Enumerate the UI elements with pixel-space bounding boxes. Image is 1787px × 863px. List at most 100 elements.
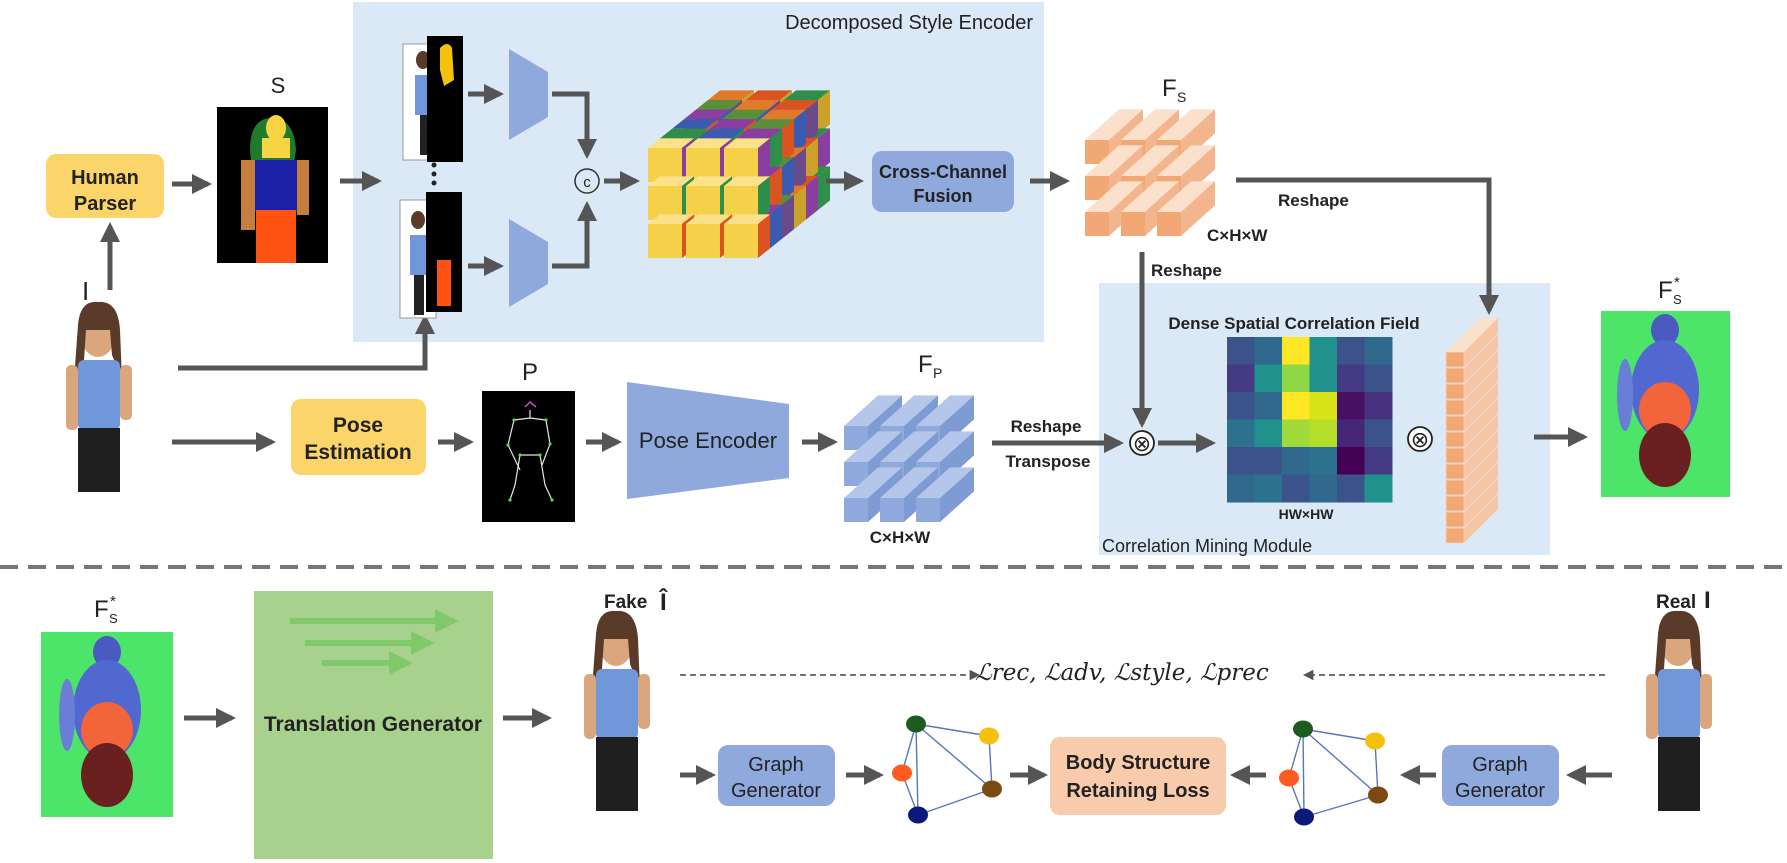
graph-edge	[1302, 728, 1376, 742]
reshaped-fs-column	[1445, 318, 1498, 544]
column-slab-front	[1445, 431, 1465, 448]
cube-top-face	[746, 90, 792, 100]
graph-edge	[915, 723, 990, 737]
pose-graph-right	[1279, 720, 1388, 826]
cube-side-face	[806, 138, 818, 182]
heatmap-cell	[1282, 419, 1310, 448]
cube-front-face	[648, 148, 682, 182]
column-slab-side	[1464, 494, 1498, 543]
style-encoder-title: Decomposed Style Encoder	[785, 12, 1033, 34]
decomposed-image-bottom	[399, 192, 462, 319]
column-slab-side	[1464, 398, 1498, 447]
reshape-down-label: Reshape	[1151, 261, 1222, 280]
part-encoder-bottom	[509, 219, 548, 307]
column-slab-front	[1445, 511, 1465, 528]
fs-star-asterisk: *	[1674, 274, 1680, 291]
real-symbol: I	[1704, 587, 1711, 614]
heatmap-cell	[1309, 419, 1338, 448]
column-slab-side	[1464, 334, 1498, 383]
graph-generator-right-box	[1442, 745, 1559, 806]
segmentation-map	[217, 107, 328, 263]
cross-channel-fusion-label-1: Cross-Channel	[879, 162, 1007, 182]
graph-edge	[1302, 728, 1305, 818]
column-slab-side	[1464, 318, 1498, 367]
graph-generator-right-label-2: Generator	[1455, 780, 1545, 802]
column-slab-side	[1464, 478, 1498, 527]
fp-label: F	[918, 351, 933, 378]
warped-style-image	[1601, 311, 1730, 497]
fs-bar-front	[1121, 212, 1145, 236]
heatmap-cell	[1364, 364, 1393, 393]
heatmap-cell	[1282, 392, 1310, 420]
fake-image	[584, 610, 650, 811]
body-structure-loss-label-1: Body Structure	[1066, 752, 1210, 774]
reshape-mid-label: Reshape	[1011, 417, 1082, 436]
bottom-warped-style-image	[41, 632, 173, 817]
cube-top-face	[724, 214, 770, 224]
heatmap-cell	[1254, 392, 1283, 420]
reshape-right-label: Reshape	[1278, 191, 1349, 210]
cube-front-face	[648, 224, 682, 258]
heatmap-cell	[1337, 337, 1365, 365]
heatmap-cell	[1309, 474, 1338, 503]
cube-side-face	[758, 176, 770, 220]
matmul-operator-1	[1129, 430, 1155, 456]
cube-top-face	[724, 176, 770, 186]
fs-star-subscript: S	[1673, 292, 1682, 307]
fp-bar-top	[880, 467, 938, 498]
fp-chw-label: C×H×W	[870, 528, 931, 547]
cube-top-face	[648, 214, 694, 224]
column-slab-front	[1445, 463, 1465, 480]
cube-top-face	[748, 119, 794, 129]
graph-generator-right-label-1: Graph	[1472, 754, 1528, 776]
fs-bar-front	[1085, 212, 1109, 236]
transpose-label: Transpose	[1005, 452, 1090, 471]
fp-bar-top	[916, 431, 974, 462]
column-slab-front	[1445, 479, 1465, 496]
correlation-module-title: Correlation Mining Module	[1102, 536, 1312, 556]
column-slab-side	[1464, 446, 1498, 495]
heatmap-cell	[1337, 364, 1365, 393]
graph-edge	[1303, 794, 1379, 818]
heatmap-cell	[1227, 419, 1255, 448]
fp-bar-front	[844, 498, 868, 522]
graph-node	[892, 764, 912, 782]
pose-encoder-label: Pose Encoder	[639, 428, 777, 453]
cube-side-face	[770, 204, 782, 249]
column-slab-front	[1445, 399, 1465, 416]
loss-terms: ℒrec, ℒadv, ℒstyle, ℒprec	[975, 660, 1269, 686]
heatmap-cell	[1337, 392, 1365, 420]
concat-operator	[574, 168, 600, 194]
cube-side-face	[782, 119, 794, 163]
fp-bar-front	[880, 498, 904, 522]
cube-side-face	[794, 109, 806, 154]
cube-side-face	[806, 176, 818, 220]
cube-front-face	[648, 186, 682, 220]
cross-channel-fusion-box	[872, 151, 1014, 212]
cube-front-face	[686, 148, 720, 182]
heatmap-cell	[1282, 447, 1310, 475]
cube-top-face	[698, 128, 744, 139]
column-slab-front	[1445, 367, 1465, 384]
column-slab-front	[1445, 415, 1465, 432]
cube-top-face	[686, 176, 732, 186]
bottom-fs-star-asterisk: *	[110, 593, 116, 610]
heatmap-cell	[1337, 419, 1365, 448]
pose-estimation-label-1: Pose	[333, 414, 383, 437]
cube-top-face	[686, 138, 732, 148]
cube-front-face	[686, 186, 720, 220]
bottom-fs-star-label: F	[94, 596, 109, 623]
fp-feature-bars	[844, 395, 974, 522]
pose-estimation-box	[291, 399, 426, 475]
cube-side-face	[758, 214, 770, 258]
body-structure-loss-label-2: Retaining Loss	[1066, 780, 1209, 802]
fake-symbol: Î	[659, 588, 668, 616]
heatmap-cell	[1364, 392, 1393, 420]
concat-symbol: c	[583, 174, 591, 191]
column-slab-front	[1445, 383, 1465, 400]
fs-feature-bars	[1085, 109, 1215, 236]
heatmap-cell	[1364, 419, 1393, 448]
cube-side-face	[758, 138, 770, 182]
translation-generator-body	[254, 591, 493, 859]
